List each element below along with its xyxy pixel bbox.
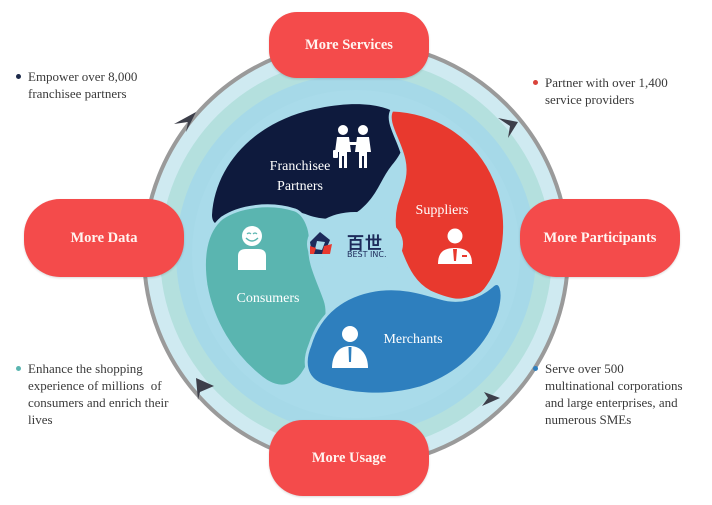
note-merchants: Serve over 500 multinational corporation… (533, 360, 683, 428)
segment-suppliers (388, 108, 507, 302)
logo-backdrop (307, 212, 403, 276)
cycle-arrow-top-left (174, 112, 196, 132)
note-line: and large enterprises, and (545, 395, 678, 410)
more-participants-pill: More Participants (520, 199, 680, 277)
franchisee-label-line2: Partners (277, 179, 323, 194)
consumers-label: Consumers (237, 291, 300, 306)
note-line: Partner with over 1,400 (545, 75, 668, 90)
note-line: Empower over 8,000 (28, 69, 138, 84)
handshake-people-icon (333, 125, 371, 168)
note-line: numerous SMEs (545, 412, 632, 427)
note-line: Serve over 500 (545, 361, 624, 376)
logo-english: BEST INC. (347, 250, 387, 259)
cycle-arrow-bottom-right (482, 392, 500, 406)
person-suit-icon (438, 228, 472, 264)
note-line: multinational corporations (545, 378, 683, 393)
cycle-arrow-top-right (498, 118, 518, 138)
note-consumers: Enhance the shopping experience of milli… (16, 360, 169, 428)
more-services-pill: More Services (269, 12, 429, 78)
bullet-dot (533, 366, 538, 371)
cycle-arrow-bottom-left (196, 378, 214, 400)
bullet-dot (533, 80, 538, 85)
note-line: lives (28, 412, 53, 427)
best-logo-icon (310, 232, 332, 254)
note-line: Enhance the shopping (28, 361, 143, 376)
more-usage-pill: More Usage (269, 420, 429, 496)
franchisee-label-line1: Franchisee (270, 159, 331, 174)
note-line: experience of millions of (28, 378, 162, 393)
smiling-person-icon (238, 226, 266, 270)
more-data-pill: More Data (24, 199, 184, 277)
merchants-label: Merchants (383, 332, 442, 347)
businessman-icon (332, 326, 368, 368)
note-suppliers: Partner with over 1,400 service provider… (533, 74, 668, 108)
segment-franchisee (212, 104, 407, 226)
bullet-dot (16, 74, 21, 79)
note-line: service providers (545, 92, 635, 107)
note-line: consumers and enrich their (28, 395, 169, 410)
bullet-dot (16, 366, 21, 371)
suppliers-label: Suppliers (416, 203, 469, 218)
logo-chinese: 百世 (347, 234, 383, 254)
note-franchisee: Empower over 8,000 franchisee partners (16, 68, 138, 102)
note-line: franchisee partners (28, 86, 127, 101)
